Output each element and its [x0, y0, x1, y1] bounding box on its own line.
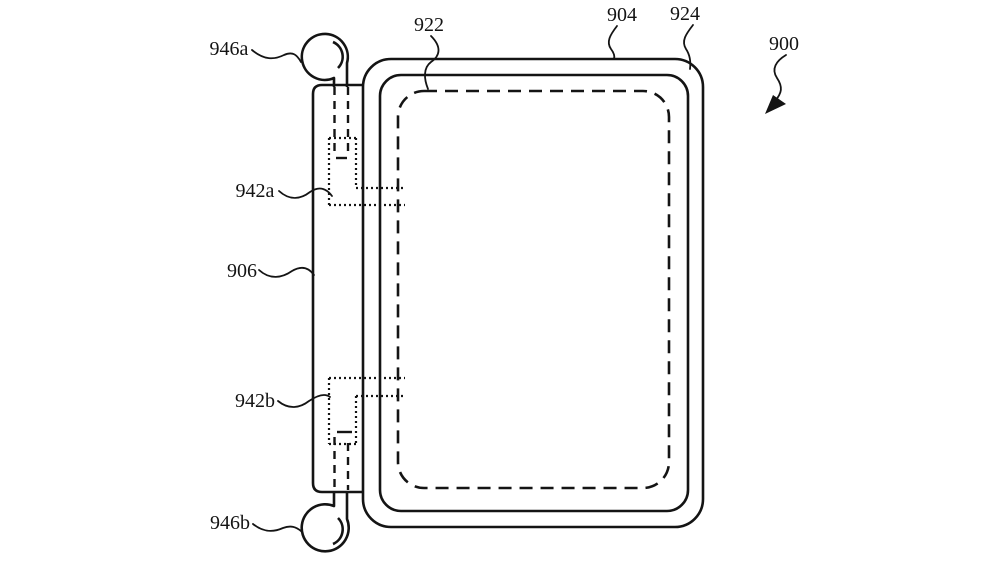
leader-line-904: [607, 25, 618, 60]
leader-line-946b: [252, 523, 302, 532]
ref-label-942b: 942b: [235, 390, 275, 412]
arrowhead-900: [765, 95, 786, 114]
top-hinge-curl-inner-arc: [332, 40, 344, 69]
attachment-region-942a: [327, 136, 405, 207]
display-dashed-outline: [396, 89, 671, 490]
ref-label-900: 900: [769, 33, 799, 55]
ref-label-924: 924: [670, 3, 700, 25]
spine-outline: [311, 83, 364, 494]
reference-arrow-900: [765, 54, 787, 114]
leader-line-942a: [278, 187, 333, 199]
tablet-inner-outline: [378, 73, 690, 513]
leader-line-922: [424, 35, 440, 90]
leader-line-924: [683, 24, 694, 70]
ref-label-946a: 946a: [210, 38, 249, 60]
top-hinge-curl: [300, 32, 350, 87]
leader-line-942b: [277, 394, 331, 408]
tablet-outer-outline: [361, 57, 705, 529]
leader-line-906: [258, 266, 315, 278]
bottom-hinge-curl: [300, 491, 350, 553]
ref-label-946b: 946b: [210, 512, 250, 534]
ref-label-922: 922: [414, 14, 444, 36]
bottom-hinge-curl-inner-arc: [332, 517, 344, 546]
ref-label-942a: 942a: [236, 180, 275, 202]
ref-label-904: 904: [607, 4, 637, 26]
leader-line-946a: [251, 49, 302, 63]
ref-label-906: 906: [227, 260, 257, 282]
arrow-squiggle-900: [773, 54, 787, 102]
attachment-region-942b: [327, 376, 405, 446]
